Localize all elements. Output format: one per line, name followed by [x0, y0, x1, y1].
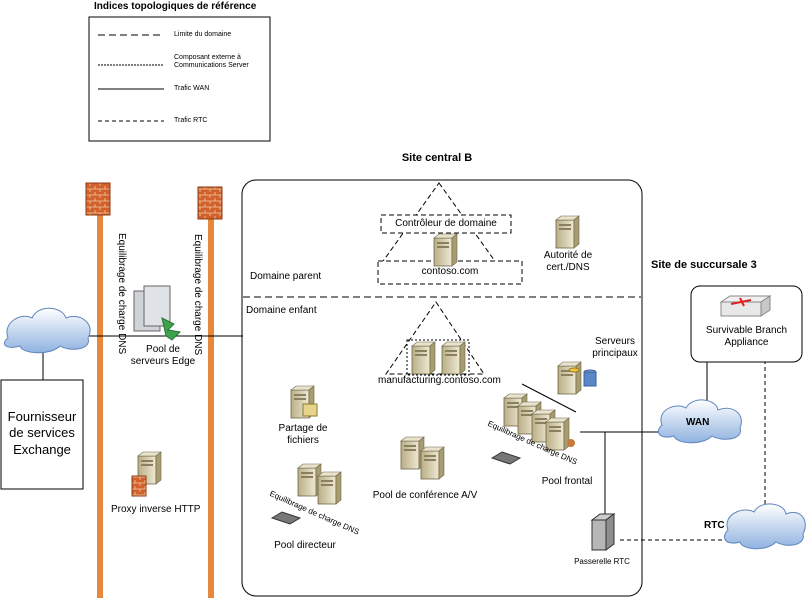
legend-box — [88, 16, 271, 142]
pstn-gateway-icon — [590, 513, 616, 551]
exchange-box — [0, 379, 84, 490]
central-site-box — [241, 179, 643, 597]
domain-controller-label: Contrôleur de domaine — [395, 218, 497, 229]
sba-device-icon — [719, 295, 772, 317]
ca-dns-label: Autorité de cert./DNS — [543, 250, 593, 273]
director-pool-label: Pool directeur — [274, 540, 336, 551]
branch-box — [690, 285, 803, 363]
legend-domain-boundary: Limite du domaine — [174, 31, 232, 38]
exchange-label: Fournisseur de services Exchange — [7, 409, 77, 457]
pstn-gateway-label: Passerelle RTC — [574, 557, 630, 566]
child-dc-box — [406, 339, 470, 376]
pstn-cloud-label: RTC — [704, 520, 725, 531]
wan-cloud-label: WAN — [686, 417, 710, 428]
exchange-cloud — [4, 307, 91, 354]
domain-controller-box — [380, 214, 512, 234]
legend-external-component: Composant externe à Communications Serve… — [174, 54, 249, 70]
legend-wan-traffic: Trafic WAN — [174, 85, 210, 92]
branch-site-title: Site de succursale 3 — [651, 259, 757, 271]
reverse-proxy-icon — [131, 451, 162, 497]
ca-dns-server-icon — [555, 215, 580, 249]
edge-server-icon — [133, 285, 182, 341]
av-pool-icon — [400, 436, 445, 480]
domain-controller-icon — [433, 233, 458, 267]
legend-pstn-traffic: Trafic RTC — [174, 117, 208, 124]
child-domain-triangle — [385, 301, 485, 375]
av-pool-label: Pool de conférence A/V — [372, 490, 478, 501]
firewall-right — [197, 186, 223, 598]
parent-domain-label: Domaine parent — [250, 271, 322, 282]
edge-pool-label: Pool de serveurs Edge — [130, 344, 196, 367]
parent-fqdn-label: contoso.com — [421, 266, 479, 277]
front-end-label: Pool frontal — [541, 476, 593, 487]
central-site-title: Site central B — [401, 152, 473, 164]
reverse-proxy-label: Proxy inverse HTTP — [111, 504, 201, 515]
front-end-pool-icon — [490, 383, 577, 465]
legend-title: Indices topologiques de référence — [94, 1, 257, 12]
child-dc-server-2-icon — [441, 341, 466, 375]
perimeter-dns-lb-right-label: Equilibrage de charge DNS — [192, 234, 203, 356]
file-share-icon — [290, 385, 318, 419]
perimeter-dns-lb-left-label: Equilibrage de charge DNS — [116, 233, 127, 355]
back-end-servers-icon — [557, 361, 597, 395]
back-end-label: Serveurs principaux — [592, 336, 638, 359]
child-domain-label: Domaine enfant — [246, 305, 317, 316]
pstn-cloud — [724, 503, 806, 550]
file-share-label: Partage de fichiers — [278, 423, 328, 446]
firewall-left — [85, 182, 111, 598]
pstn-links — [620, 360, 766, 541]
child-dc-server-1-icon — [411, 341, 436, 375]
director-pool-icon — [270, 463, 342, 525]
child-fqdn-label: manufacturing.contoso.com — [378, 375, 501, 386]
wan-cloud — [658, 399, 742, 444]
sba-label: Survivable Branch Appliance — [705, 325, 788, 348]
